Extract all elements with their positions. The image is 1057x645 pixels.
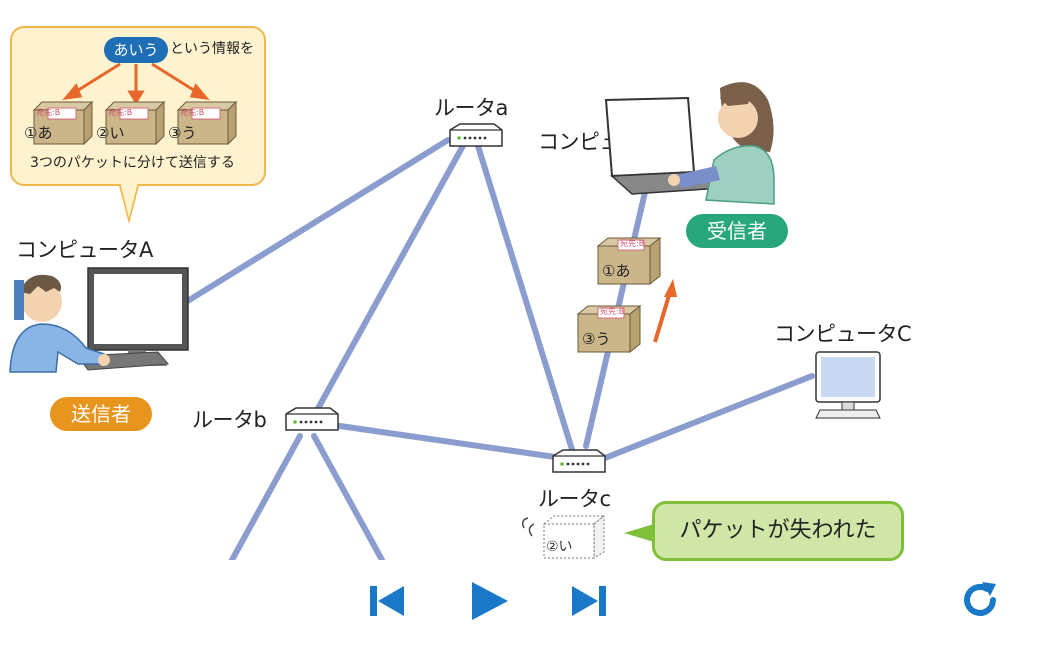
packet-upper-label: ①あ xyxy=(602,262,631,280)
computer-c-icon xyxy=(815,351,881,419)
packet-upper-icon xyxy=(596,236,662,286)
callout-packet-3: ③う xyxy=(168,124,197,142)
sender-computer-illustration xyxy=(9,267,189,373)
router-b-icon xyxy=(285,407,339,431)
lost-packet-label: ②い xyxy=(546,539,573,555)
callout-packet-boxes xyxy=(32,100,238,146)
link-routerb-down2 xyxy=(311,433,385,560)
router-a-label: ルータa xyxy=(434,96,508,120)
router-c-label: ルータc xyxy=(538,487,611,511)
playback-controls xyxy=(0,560,1057,645)
skip-back-icon xyxy=(370,586,404,616)
callout-packet-1: ①あ xyxy=(24,124,53,142)
play-button[interactable] xyxy=(470,580,510,625)
skip-back-button[interactable] xyxy=(368,582,406,623)
callout-packet-2: ②い xyxy=(96,124,125,142)
link-routera-routerb xyxy=(313,141,467,415)
skip-forward-icon xyxy=(572,586,606,616)
link-routerc-c xyxy=(597,373,815,463)
network-diagram: ルータa ルータb ルータc コンピュータA コンピュータB コンピュータC 送… xyxy=(9,26,912,561)
lost-message-bubble: パケットが失われた xyxy=(652,501,904,561)
skip-forward-button[interactable] xyxy=(570,582,608,623)
direction-arrow-icon xyxy=(653,279,677,343)
lost-bubble-tail xyxy=(624,524,654,542)
message-pill: あいう xyxy=(104,37,168,63)
router-a-icon xyxy=(449,123,503,147)
lost-packet-icon xyxy=(521,514,606,559)
link-routera-routerc xyxy=(475,143,577,459)
play-icon xyxy=(472,582,508,620)
link-routerb-down1 xyxy=(229,433,303,560)
packet-lower-label: ③う xyxy=(582,330,611,348)
callout-box2-address: 宛先:B xyxy=(108,108,133,117)
receiver-computer-illustration xyxy=(604,82,775,205)
router-b-label: ルータb xyxy=(192,408,267,432)
reload-button[interactable] xyxy=(960,580,1000,623)
link-a-routera xyxy=(183,137,451,305)
receiver-badge: 受信者 xyxy=(686,214,788,248)
computer-a-label: コンピュータA xyxy=(16,238,153,262)
router-c-icon xyxy=(552,449,606,473)
callout-box3-address: 宛先:B xyxy=(180,108,205,117)
packet-lower-icon xyxy=(576,304,642,354)
split-description: 3つのパケットに分けて送信する xyxy=(30,155,235,171)
message-info-text: という情報を xyxy=(170,41,254,57)
sender-badge: 送信者 xyxy=(50,397,152,431)
packet-lower-address: 宛先:B xyxy=(600,307,625,316)
split-arrows-and-boxes xyxy=(32,62,238,146)
reload-icon xyxy=(964,582,996,616)
link-routerb-routerc xyxy=(337,423,565,461)
computer-c-label: コンピュータC xyxy=(774,322,912,346)
callout-box1-address: 宛先:B xyxy=(36,108,61,117)
packet-upper-address: 宛先:B xyxy=(620,239,645,248)
